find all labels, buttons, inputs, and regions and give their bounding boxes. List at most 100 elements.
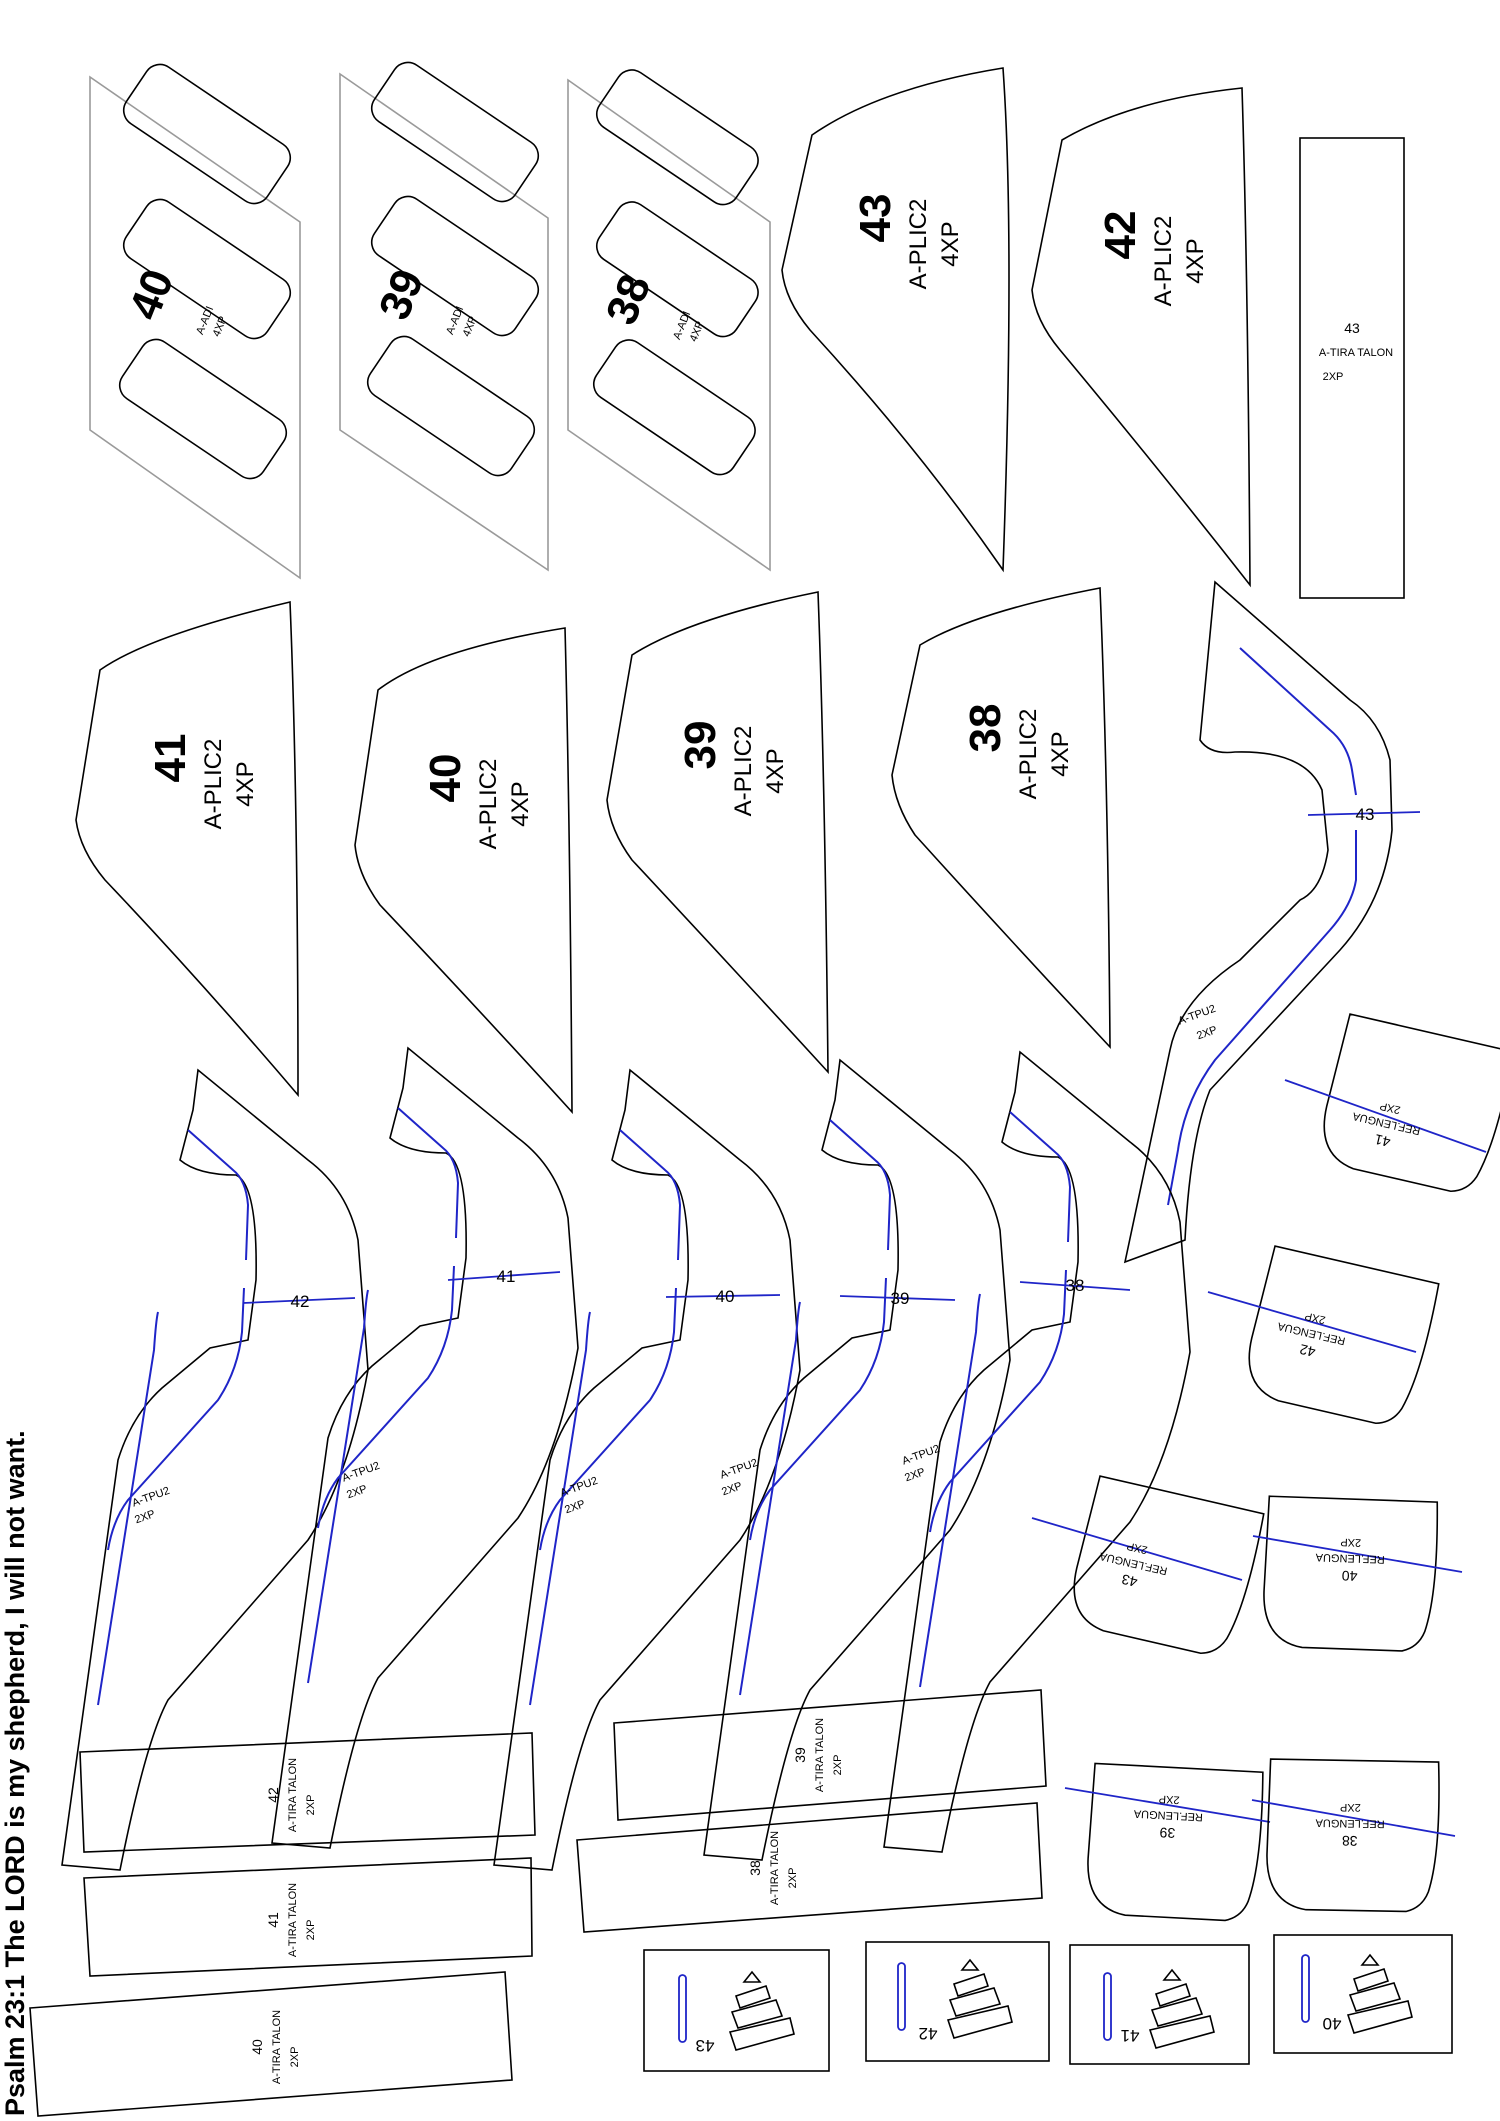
adi-size-39: 39 bbox=[370, 263, 434, 327]
plic-qty-41: 4XP bbox=[232, 761, 259, 806]
tira-name-42: A-TIRA TALON bbox=[287, 1758, 299, 1832]
tira-qty-39: 2XP bbox=[832, 1755, 844, 1776]
tira-name-40: A-TIRA TALON bbox=[271, 2010, 283, 2084]
tira-size-41: 41 bbox=[265, 1912, 281, 1928]
lengua-qty-39: 2XP bbox=[1159, 1792, 1180, 1805]
lengua-piece-39 bbox=[1084, 1762, 1265, 1923]
tira-size-42: 42 bbox=[265, 1787, 281, 1803]
plic-qty-38: 4XP bbox=[1047, 731, 1074, 776]
adi-size-38: 38 bbox=[597, 268, 661, 332]
tira-name-41: A-TIRA TALON bbox=[287, 1883, 299, 1957]
lengua-name-39: REF.LENGUA bbox=[1133, 1807, 1203, 1823]
tab-size-43: 43 bbox=[696, 2036, 715, 2055]
adi-piece-40: 40 A-ADI 4XP bbox=[89, 63, 301, 580]
plic-name-41: A-PLIC2 bbox=[200, 739, 227, 830]
tpu-size-43: 43 bbox=[1356, 805, 1375, 824]
adi-qty-40: 4XP bbox=[211, 315, 230, 339]
tpu-size-41: 41 bbox=[497, 1267, 516, 1286]
tab-piece-41: 41 bbox=[1069, 1944, 1250, 2065]
tira-piece-43: 43 A-TIRA TALON 2XP bbox=[1299, 137, 1405, 599]
lengua-size-39: 39 bbox=[1159, 1825, 1176, 1842]
plic-qty-40: 4XP bbox=[507, 781, 534, 826]
tira-name-43: A-TIRA TALON bbox=[1319, 347, 1393, 359]
tira-qty-43: 2XP bbox=[1323, 371, 1344, 383]
tira-size-40: 40 bbox=[249, 2039, 265, 2055]
tpu-qty-40: 2XP bbox=[563, 1498, 587, 1516]
plic-piece-40: 40 A-PLIC2 4XP bbox=[354, 627, 573, 1115]
plic-piece-42: 42 A-PLIC2 4XP bbox=[1031, 87, 1251, 588]
tira-piece-40: 40 A-TIRA TALON 2XP bbox=[29, 1971, 513, 2117]
lengua-name-38: REF.LENGUA bbox=[1315, 1816, 1385, 1829]
plic-piece-41: 41 A-PLIC2 4XP bbox=[75, 600, 299, 1098]
tpu-qty-39: 2XP bbox=[720, 1480, 744, 1498]
tira-qty-40: 2XP bbox=[289, 2047, 301, 2068]
plic-size-41: 41 bbox=[146, 734, 195, 783]
plic-size-43: 43 bbox=[851, 194, 900, 243]
lengua-size-40: 40 bbox=[1341, 1568, 1357, 1585]
tira-name-38: A-TIRA TALON bbox=[769, 1831, 781, 1905]
tira-piece-41: 41 A-TIRA TALON 2XP bbox=[83, 1857, 533, 1977]
lengua-size-41: 41 bbox=[1373, 1131, 1392, 1150]
tpu-qty-38: 2XP bbox=[903, 1466, 927, 1484]
tira-name-39: A-TIRA TALON bbox=[814, 1718, 826, 1792]
plic-name-40: A-PLIC2 bbox=[475, 759, 502, 850]
plic-piece-43: 43 A-PLIC2 4XP bbox=[781, 67, 1010, 573]
plic-name-43: A-PLIC2 bbox=[905, 199, 932, 290]
tpu-piece-42 bbox=[61, 1069, 369, 1871]
tab-size-42: 42 bbox=[919, 2024, 938, 2043]
tira-piece-38: 38 A-TIRA TALON 2XP bbox=[576, 1802, 1043, 1933]
tpu-name-42: A-TPU2 bbox=[131, 1485, 172, 1510]
adi-piece-39: 39 A-ADI 4XP bbox=[339, 61, 549, 572]
tpu-name-43: A-TPU2 bbox=[1177, 1003, 1218, 1028]
lengua-size-43: 43 bbox=[1120, 1571, 1139, 1590]
plic-size-38: 38 bbox=[961, 704, 1010, 753]
tira-qty-42: 2XP bbox=[305, 1795, 317, 1816]
plic-piece-39: 39 A-PLIC2 4XP bbox=[606, 591, 829, 1075]
plic-size-42: 42 bbox=[1096, 211, 1145, 260]
plic-piece-38: 38 A-PLIC2 4XP bbox=[891, 587, 1111, 1050]
lengua-qty-41: 2XP bbox=[1379, 1099, 1402, 1115]
lengua-qty-43: 2XP bbox=[1126, 1539, 1149, 1555]
adi-piece-38: 38 A-ADI 4XP bbox=[567, 69, 771, 572]
tpu-name-39: A-TPU2 bbox=[719, 1457, 760, 1482]
tab-piece-43: 43 bbox=[643, 1949, 830, 2072]
tpu-guide-43 bbox=[1167, 647, 1357, 1206]
adi-qty-39: 4XP bbox=[461, 315, 480, 339]
tpu-qty-41: 2XP bbox=[345, 1483, 369, 1501]
tab-piece-42: 42 bbox=[865, 1941, 1050, 2062]
tpu-name-38: A-TPU2 bbox=[901, 1443, 942, 1468]
lengua-qty-40: 2XP bbox=[1340, 1536, 1361, 1549]
lengua-size-38: 38 bbox=[1342, 1833, 1358, 1849]
plic-qty-42: 4XP bbox=[1182, 238, 1209, 283]
lengua-name-40: REF.LENGUA bbox=[1315, 1551, 1385, 1565]
tab-piece-40: 40 bbox=[1273, 1934, 1453, 2054]
footer-verse: Psalm 23:1 The LORD is my shepherd, I wi… bbox=[0, 1430, 30, 2116]
tira-size-43: 43 bbox=[1344, 320, 1360, 336]
tpu-size-42: 42 bbox=[291, 1292, 310, 1311]
tira-piece-39: 39 A-TIRA TALON 2XP bbox=[613, 1689, 1047, 1821]
plic-name-39: A-PLIC2 bbox=[730, 726, 757, 817]
lengua-qty-42: 2XP bbox=[1304, 1309, 1327, 1325]
tira-qty-41: 2XP bbox=[305, 1920, 317, 1941]
tira-size-38: 38 bbox=[747, 1860, 763, 1876]
plic-size-39: 39 bbox=[676, 721, 725, 770]
lengua-size-42: 42 bbox=[1298, 1341, 1317, 1360]
tpu-piece-43: 43 A-TPU2 2XP bbox=[1123, 580, 1421, 1264]
plic-name-42: A-PLIC2 bbox=[1150, 216, 1177, 307]
plic-qty-39: 4XP bbox=[762, 748, 789, 793]
lengua-qty-38: 2XP bbox=[1340, 1801, 1361, 1813]
tira-qty-38: 2XP bbox=[787, 1868, 799, 1889]
tpu-size-38: 38 bbox=[1066, 1276, 1085, 1295]
plic-name-38: A-PLIC2 bbox=[1015, 709, 1042, 800]
tira-size-39: 39 bbox=[792, 1747, 808, 1763]
lengua-piece-41 bbox=[1313, 1012, 1500, 1200]
tab-size-40: 40 bbox=[1323, 2014, 1342, 2033]
adi-size-40: 40 bbox=[120, 263, 184, 327]
tira-piece-42: 42 A-TIRA TALON 2XP bbox=[79, 1732, 536, 1853]
tpu-qty-43: 2XP bbox=[1195, 1024, 1219, 1042]
plic-qty-43: 4XP bbox=[937, 221, 964, 266]
tab-size-41: 41 bbox=[1121, 2026, 1140, 2045]
tpu-size-39: 39 bbox=[891, 1289, 910, 1308]
tpu-qty-42: 2XP bbox=[133, 1508, 157, 1526]
